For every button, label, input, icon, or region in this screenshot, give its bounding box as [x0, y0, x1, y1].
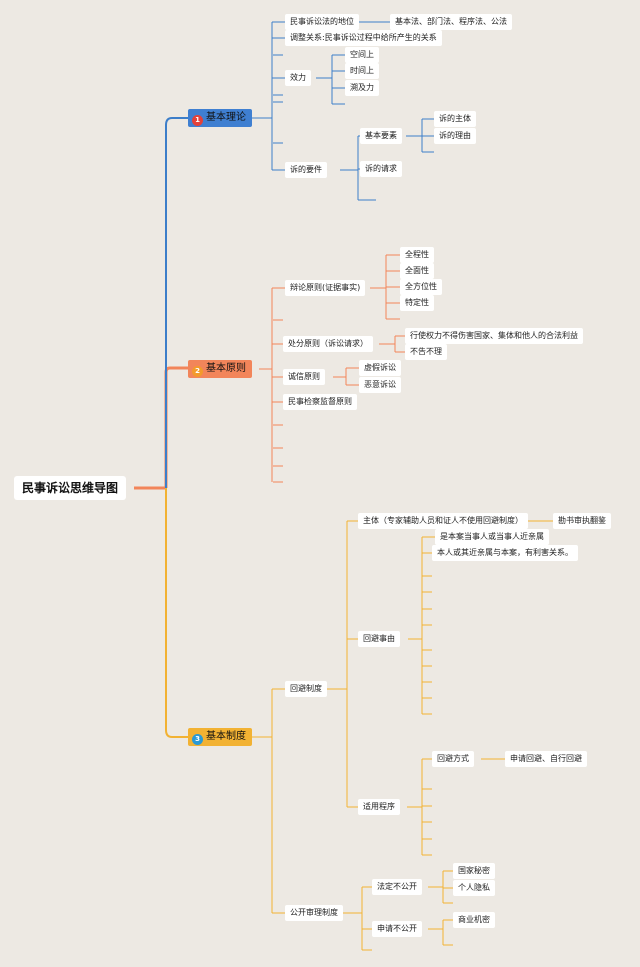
node-effect-retro[interactable]: 溯及力 — [345, 80, 379, 96]
badge-3: 3 — [192, 734, 203, 745]
node-effect-time[interactable]: 时间上 — [345, 63, 379, 79]
node-recusal-reason[interactable]: 回避事由 — [358, 631, 400, 647]
node-disposal-1[interactable]: 行使权力不得伤害国家、集体和他人的合法利益 — [405, 328, 583, 344]
node-debate-1[interactable]: 全程性 — [400, 247, 434, 263]
node-status[interactable]: 民事诉讼法的地位 — [285, 14, 359, 30]
badge-1: 1 — [192, 115, 203, 126]
node-basic-elements[interactable]: 基本要素 — [360, 128, 402, 144]
badge-2: 2 — [192, 366, 203, 377]
node-status-detail[interactable]: 基本法、部门法、程序法、公法 — [390, 14, 512, 30]
node-method[interactable]: 回避方式 — [432, 751, 474, 767]
node-state-secret[interactable]: 国家秘密 — [453, 863, 495, 879]
node-reason-1[interactable]: 是本案当事人或当事人近亲属 — [435, 529, 549, 545]
node-business-secret[interactable]: 商业机密 — [453, 912, 495, 928]
branch-basic-theory-label: 基本理论 — [206, 112, 246, 123]
node-reason[interactable]: 诉的理由 — [434, 128, 476, 144]
node-reason-2[interactable]: 本人或其近亲属与本案，有利害关系。 — [432, 545, 578, 561]
section-2-connectors — [259, 254, 405, 483]
node-good-faith-2[interactable]: 恶意诉讼 — [359, 377, 401, 393]
section-3-connectors — [248, 520, 553, 951]
node-debate-3[interactable]: 全方位性 — [400, 279, 442, 295]
node-supervision[interactable]: 民事检察监督原则 — [283, 394, 357, 410]
node-public-trial[interactable]: 公开审理制度 — [285, 905, 343, 921]
node-apply-private[interactable]: 申请不公开 — [372, 921, 422, 937]
node-adjust[interactable]: 调整关系:民事诉讼过程中给所产生的关系 — [285, 30, 442, 46]
node-good-faith-1[interactable]: 虚假诉讼 — [359, 360, 401, 376]
section-1-connectors — [246, 21, 434, 201]
node-legal-private[interactable]: 法定不公开 — [372, 879, 422, 895]
node-privacy[interactable]: 个人隐私 — [453, 880, 495, 896]
node-recusal[interactable]: 回避制度 — [285, 681, 327, 697]
node-debate-4[interactable]: 特定性 — [400, 295, 434, 311]
node-effect[interactable]: 效力 — [285, 70, 311, 86]
node-method-detail[interactable]: 申请回避、自行回避 — [505, 751, 587, 767]
node-recusal-subject[interactable]: 主体（专家辅助人员和证人不使用回避制度） — [358, 513, 528, 529]
branch-basic-principles-label: 基本原则 — [206, 363, 246, 374]
node-subject[interactable]: 诉的主体 — [434, 111, 476, 127]
node-debate-2[interactable]: 全面性 — [400, 263, 434, 279]
node-elements[interactable]: 诉的要件 — [285, 162, 327, 178]
root-node[interactable]: 民事诉讼思维导图 — [14, 476, 127, 500]
root-connectors — [134, 117, 188, 738]
node-procedure[interactable]: 适用程序 — [358, 799, 400, 815]
node-disposal-2[interactable]: 不告不理 — [405, 344, 447, 360]
node-debate[interactable]: 辩论原则(证据事实) — [285, 280, 366, 296]
node-claim[interactable]: 诉的请求 — [360, 161, 402, 177]
node-recusal-subject-detail[interactable]: 勘书审执翻鉴 — [553, 513, 611, 529]
node-effect-space[interactable]: 空间上 — [345, 47, 379, 63]
node-good-faith[interactable]: 诚信原则 — [283, 369, 325, 385]
node-disposal[interactable]: 处分原则（诉讼请求） — [283, 336, 373, 352]
branch-basic-systems-label: 基本制度 — [206, 731, 246, 742]
